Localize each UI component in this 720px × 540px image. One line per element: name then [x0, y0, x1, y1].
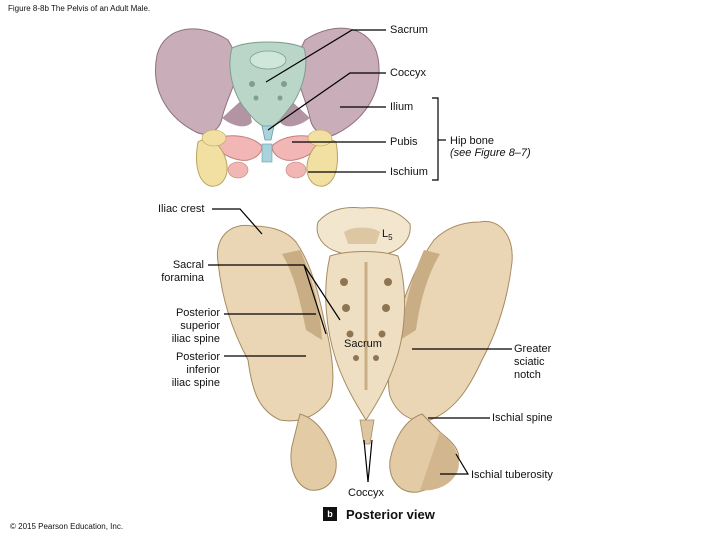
label-hip-bone-ref: (see Figure 8–7) [450, 147, 531, 159]
posterior-leader-lines [208, 208, 512, 483]
top-leader-lines [265, 29, 446, 181]
label-l5: L5 [382, 228, 393, 243]
label-posterior-inferior-iliac-spine: Posterior inferior iliac spine [171, 351, 220, 389]
label-sacral-foramina: Sacral foramina [161, 259, 204, 284]
left-ilium [155, 28, 241, 135]
label-hip-bone: Hip bone [450, 135, 495, 147]
label-posterior-superior-iliac-spine: Posterior superior iliac spine [171, 307, 220, 345]
label-ischial-spine: Ischial spine [492, 412, 553, 424]
posterior-coccyx [359, 419, 375, 445]
label-pubis: Pubis [390, 136, 418, 148]
view-badge: b [323, 507, 337, 521]
posterior-pelvis-diagram [216, 207, 513, 493]
sacrum-shape [229, 41, 307, 129]
label-coccyx-posterior: Coccyx [348, 487, 385, 499]
posterior-left-ischium [290, 413, 337, 491]
coccyx-shape [261, 125, 275, 141]
label-sacrum-top: Sacrum [390, 24, 428, 36]
label-ischium: Ischium [390, 166, 428, 178]
copyright: © 2015 Pearson Education, Inc. [10, 522, 124, 531]
figure-title: Figure 8-8b The Pelvis of an Adult Male. [8, 4, 151, 13]
label-coccyx-top: Coccyx [390, 67, 427, 79]
label-iliac-crest: Iliac crest [158, 203, 205, 215]
label-greater-sciatic-notch: Greater sciatic notch [514, 343, 552, 381]
view-title: Posterior view [346, 507, 435, 522]
label-sacrum-posterior: Sacrum [344, 338, 382, 350]
label-l5-subscript: 5 [388, 233, 393, 243]
label-ischial-tuberosity: Ischial tuberosity [471, 469, 553, 481]
label-ilium: Ilium [390, 101, 414, 113]
